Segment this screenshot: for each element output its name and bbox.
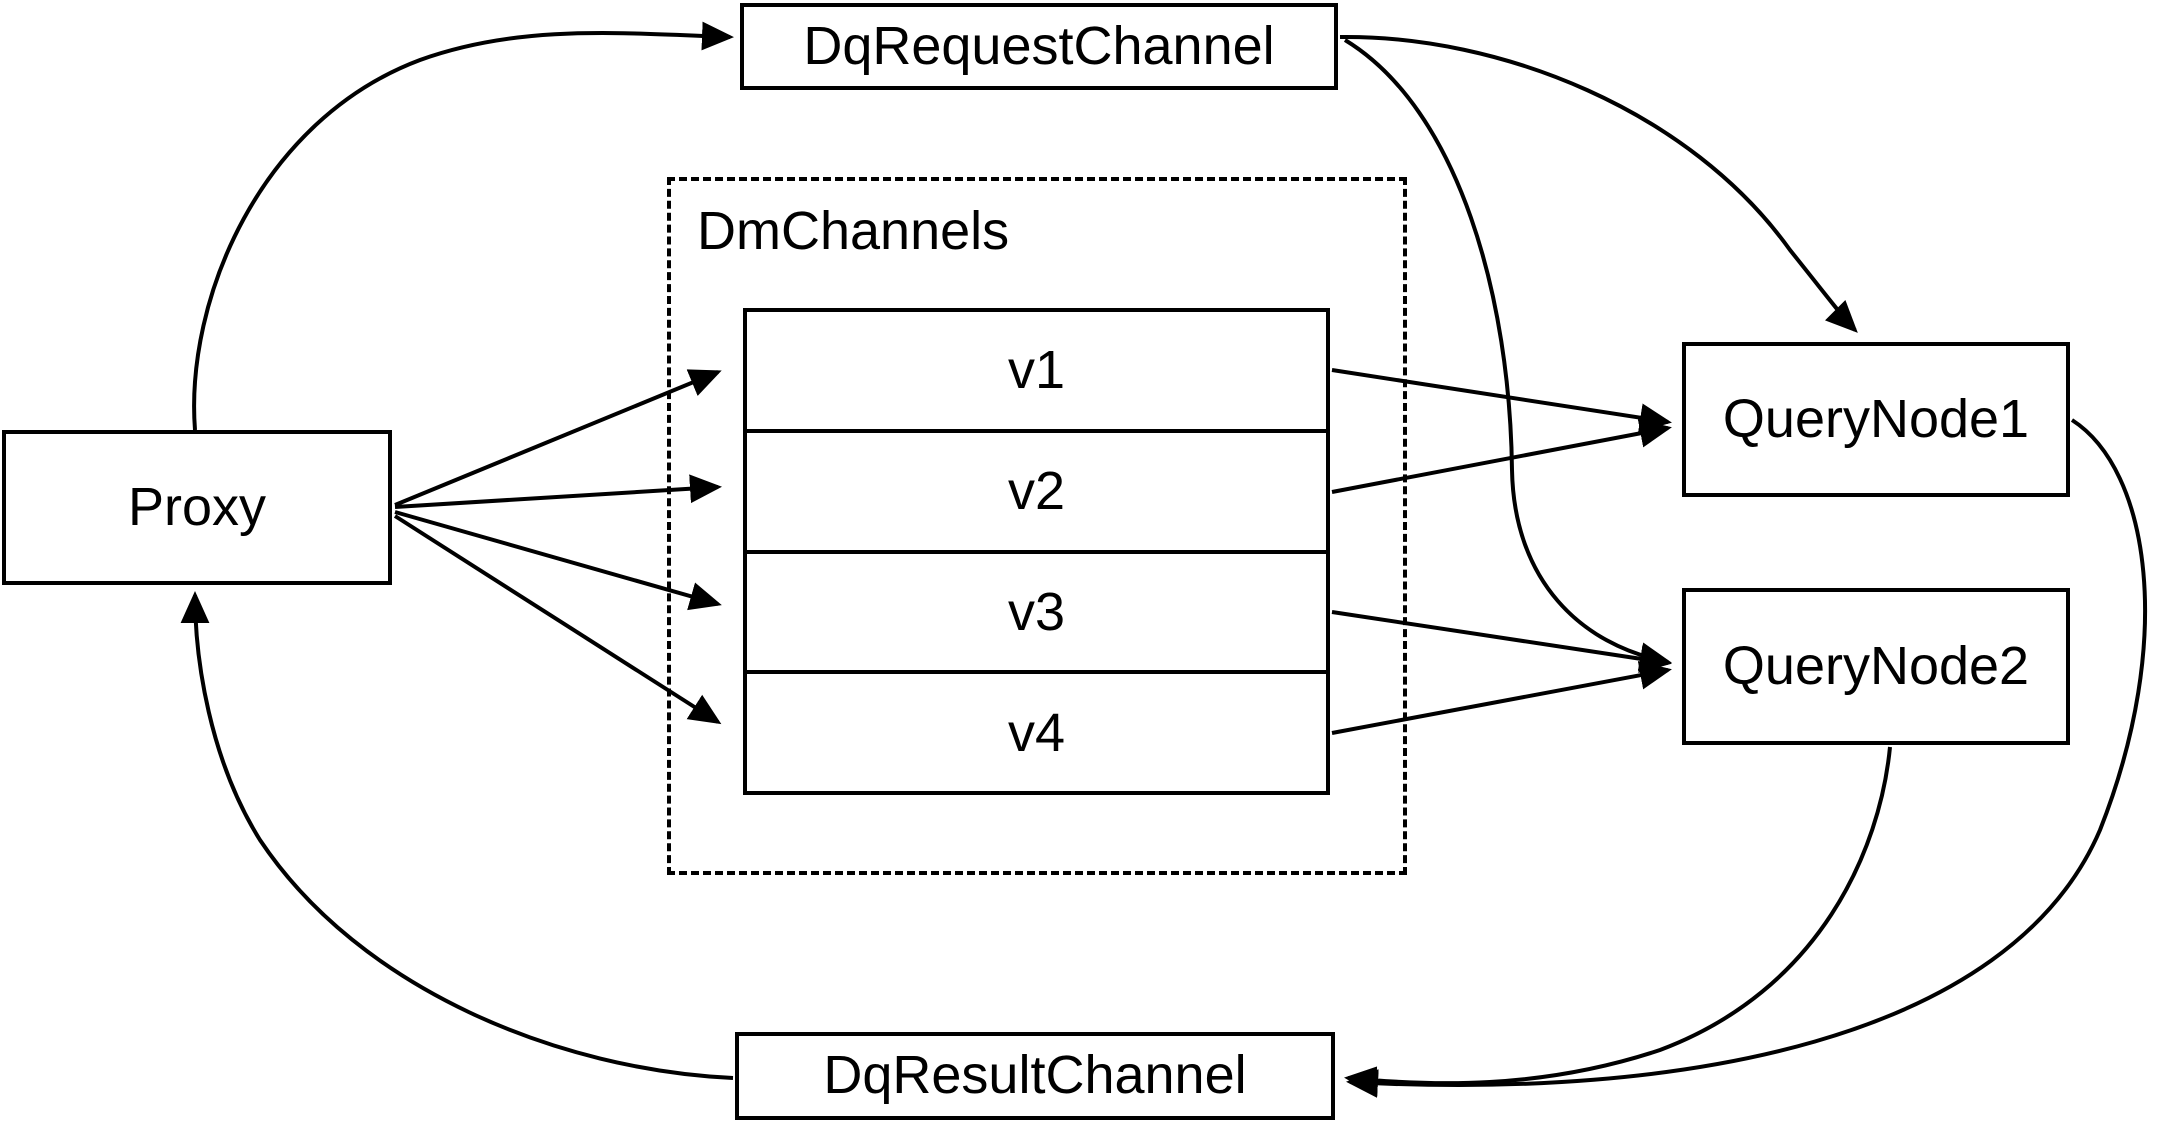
node-dq-request-channel[interactable]: DqRequestChannel bbox=[740, 3, 1338, 90]
edge-dqrequestchannel-to-querynode1 bbox=[1339, 34, 1858, 333]
edge-querynode2-to-dqresultchannel bbox=[1344, 746, 1892, 1096]
vchannel-row-v2[interactable]: v2 bbox=[747, 432, 1326, 554]
edge-proxy-to-dqrequestchannel bbox=[192, 21, 734, 431]
vchannel-table: v1 v2 v3 v4 bbox=[743, 308, 1330, 795]
node-query-node-1[interactable]: QueryNode1 bbox=[1682, 342, 2070, 497]
dmchannels-group-label: DmChannels bbox=[697, 201, 1010, 261]
vchannel-row-v3[interactable]: v3 bbox=[747, 553, 1326, 675]
edge-dqresultchannel-to-proxy bbox=[180, 591, 734, 1080]
node-dq-result-channel[interactable]: DqResultChannel bbox=[735, 1032, 1335, 1120]
edge-querynode1-to-dqresultchannel bbox=[1346, 418, 2148, 1098]
vchannel-row-v4[interactable]: v4 bbox=[747, 674, 1326, 791]
node-query-node-2[interactable]: QueryNode2 bbox=[1682, 588, 2070, 745]
vchannel-row-v1[interactable]: v1 bbox=[747, 312, 1326, 433]
node-proxy[interactable]: Proxy bbox=[2, 430, 392, 585]
